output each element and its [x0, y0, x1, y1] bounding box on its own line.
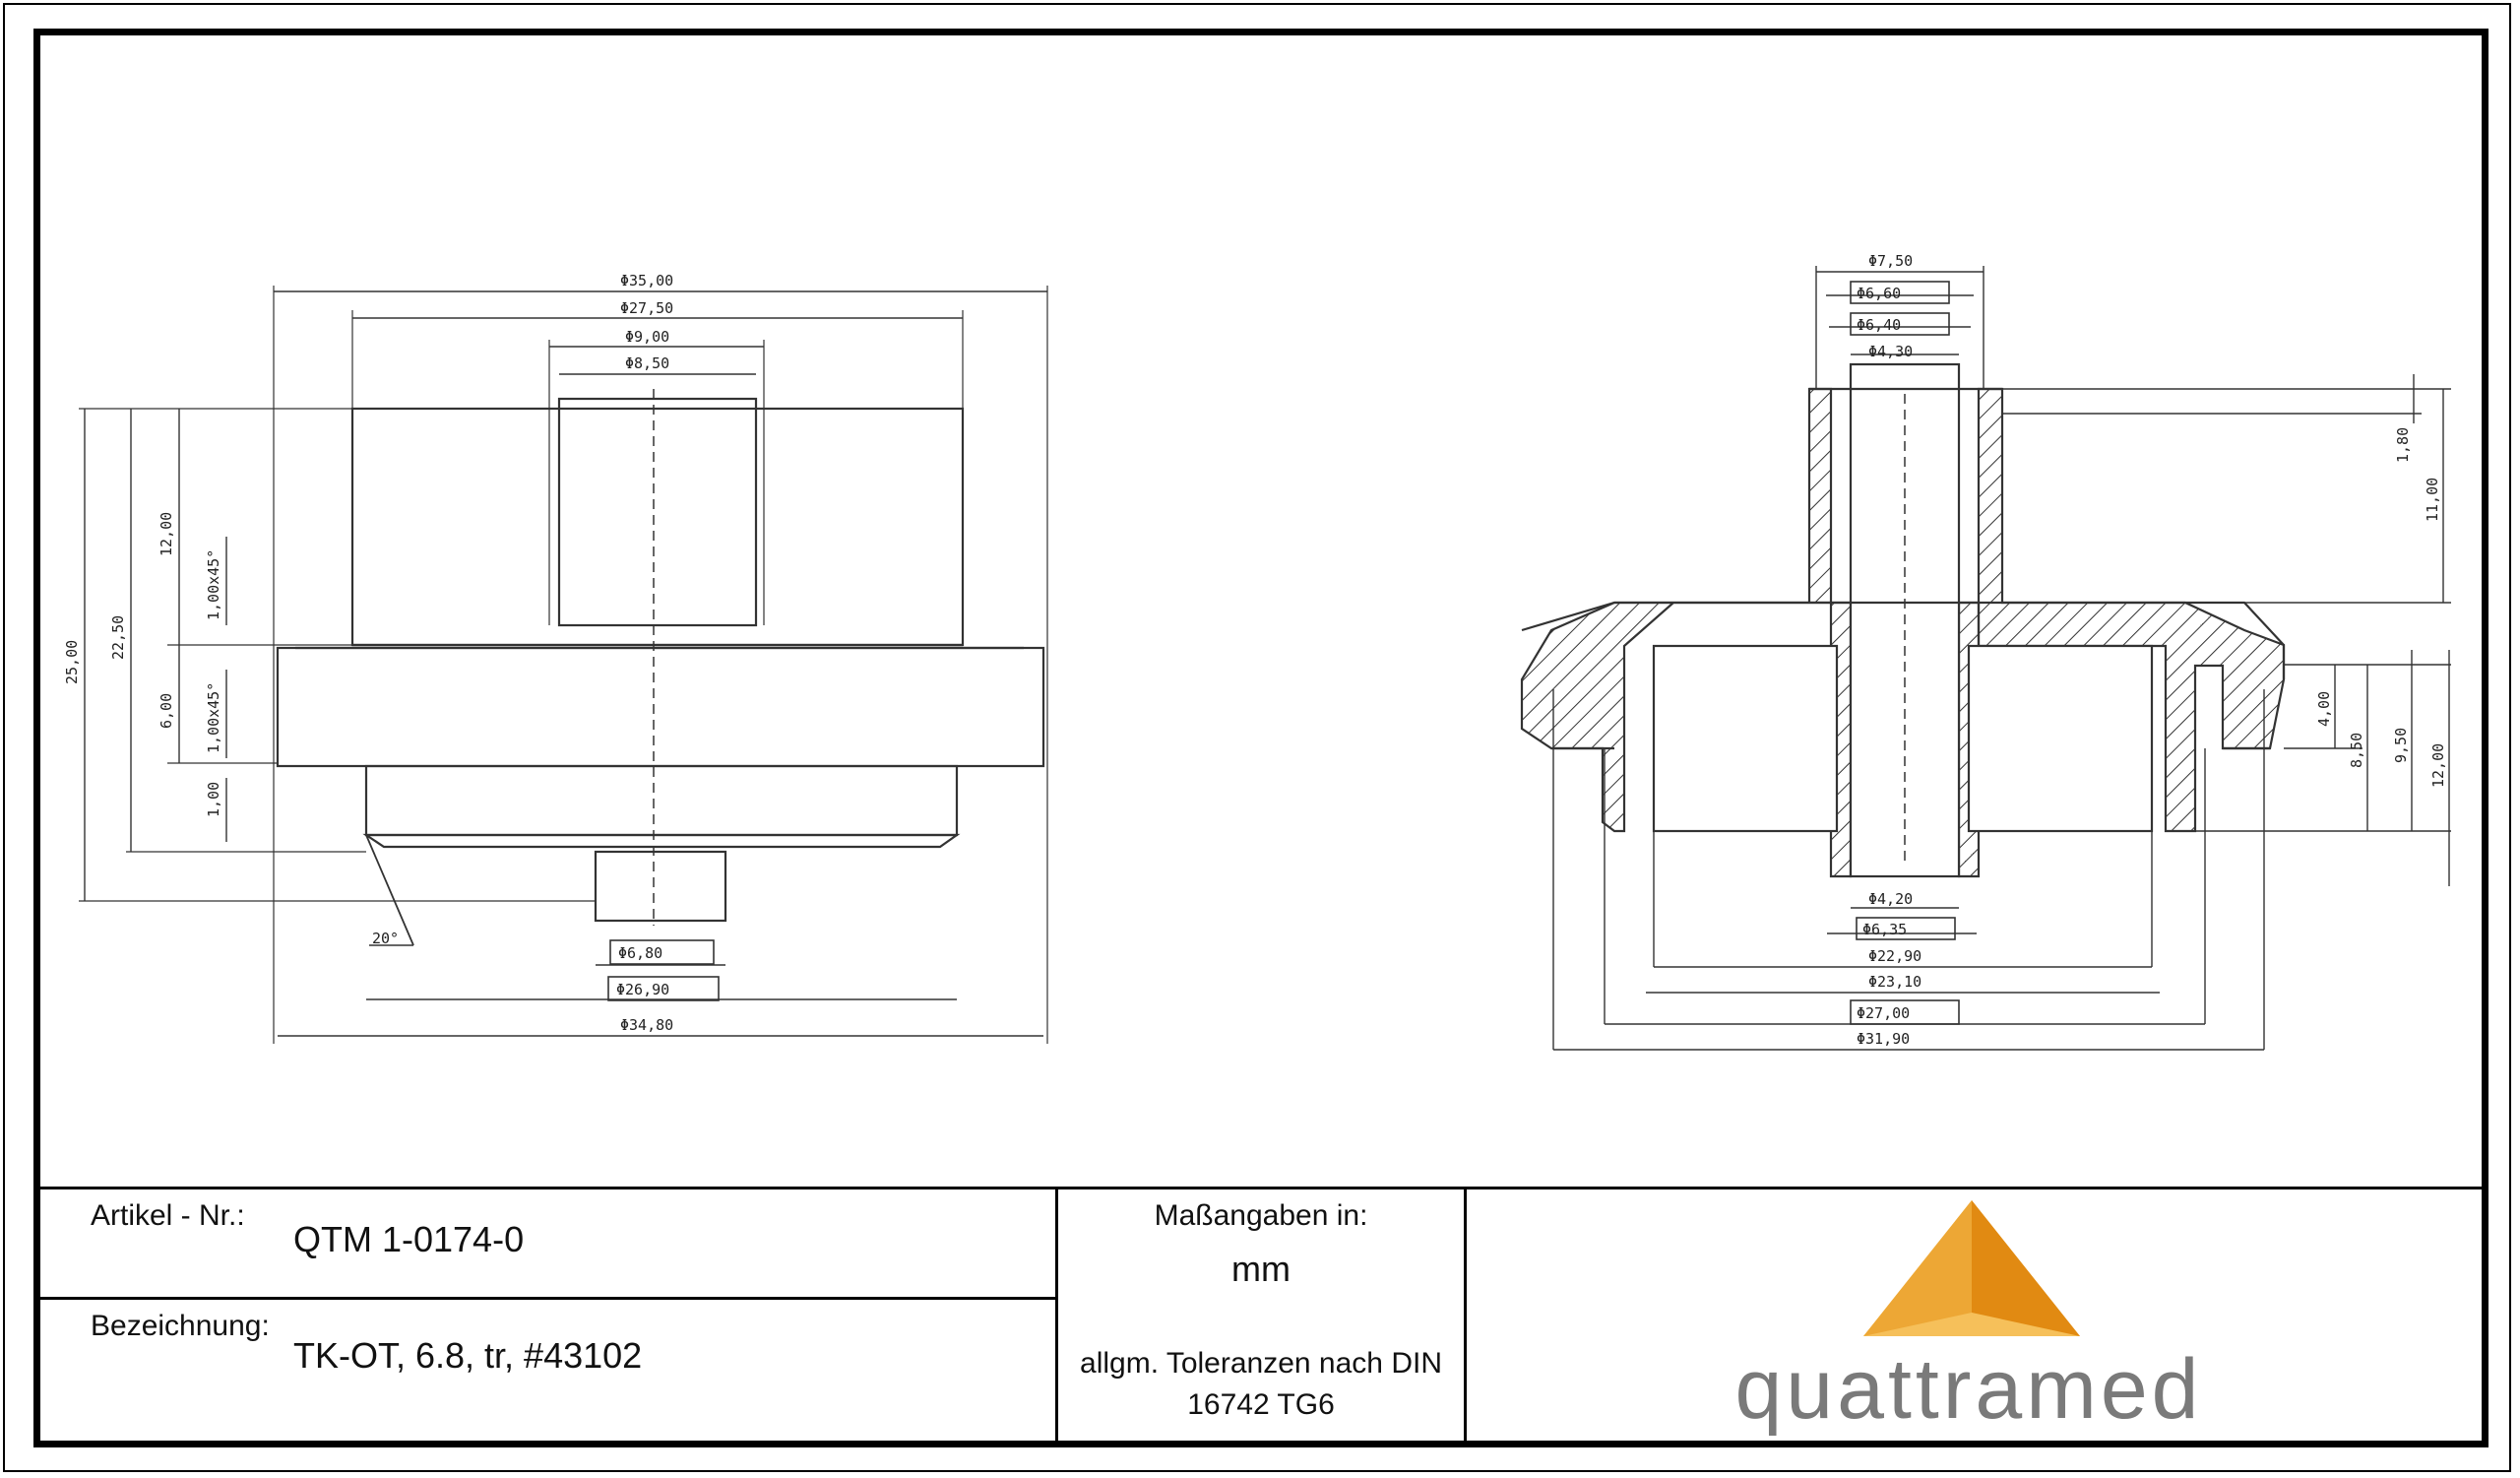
dim-box-6-40: [1850, 312, 1950, 336]
dim-left-6-80: Φ6,80: [618, 944, 662, 962]
bore-outline: [557, 397, 758, 627]
right-view-dim-lines: [1552, 266, 2451, 1051]
inner-cavity-right: [1967, 644, 2154, 833]
right-view-dimensions: Φ7,50 Φ6,60 Φ6,40 Φ4,30 Φ4,20 Φ6,35 Φ22,…: [1857, 252, 2447, 1048]
inner-cavity-left: [1652, 644, 1839, 833]
dim-left-34-80: Φ34,80: [620, 1016, 673, 1034]
dim-box-6-60: [1850, 281, 1950, 304]
units-label: Maßangaben in:: [1154, 1199, 1368, 1232]
dim-left-chamfer-top: 1,00x45°: [205, 549, 222, 620]
dim-left-6-00: 6,00: [158, 693, 175, 729]
dim-left-angle: 20°: [372, 930, 399, 947]
dim-left-chamfer-mid: 1,00x45°: [205, 682, 222, 753]
dim-right-4-20: Φ4,20: [1868, 890, 1913, 908]
title-block-top-border: [40, 1187, 2482, 1189]
article-label: Artikel - Nr.:: [91, 1199, 245, 1232]
tolerance-line-1: allgm. Toleranzen nach DIN: [1080, 1347, 1442, 1380]
dim-right-22-90: Φ22,90: [1868, 947, 1922, 965]
dim-left-22-50: 22,50: [109, 615, 127, 660]
dim-right-27-00: Φ27,00: [1857, 1004, 1910, 1022]
dim-right-11-00: 11,00: [2424, 478, 2441, 522]
drawing-frame: [33, 29, 2488, 1447]
left-view: [79, 286, 1048, 1044]
dim-right-6-60: Φ6,60: [1857, 285, 1901, 302]
logo-triangle-mid: [1863, 1200, 1972, 1336]
dim-right-4-30: Φ4,30: [1868, 343, 1913, 360]
dim-right-6-40: Φ6,40: [1857, 316, 1901, 334]
right-view: [1520, 362, 2286, 878]
dim-box-6-35: [1856, 917, 1956, 940]
lower-cylinder-outline: [364, 764, 959, 837]
dim-left-26-90: Φ26,90: [616, 981, 669, 998]
tolerance-line-2: 16742 TG6: [1187, 1388, 1335, 1421]
dim-left-9-00: Φ9,00: [625, 328, 669, 346]
designation-label: Bezeichnung:: [91, 1310, 270, 1342]
dim-right-31-90: Φ31,90: [1857, 1030, 1910, 1048]
dim-right-4-00: 4,00: [2315, 691, 2333, 727]
dim-right-9-50: 9,50: [2392, 728, 2410, 763]
dim-left-25-00: 25,00: [63, 640, 81, 684]
right-view-dimension-boxes: [1850, 281, 1960, 1025]
dim-right-6-35: Φ6,35: [1862, 921, 1907, 938]
dim-left-1-00: 1,00: [205, 782, 222, 817]
title-block-row-divider: [40, 1297, 1055, 1300]
dim-left-8-50: Φ8,50: [625, 354, 669, 372]
dim-right-1-80: 1,80: [2394, 427, 2412, 463]
upper-cylinder-outline: [350, 407, 965, 647]
dim-left-27-50: Φ27,50: [620, 299, 673, 317]
units-value: mm: [1231, 1249, 1291, 1289]
left-view-dimension-boxes: [607, 939, 720, 1001]
article-value: QTM 1-0174-0: [293, 1219, 525, 1259]
dim-box-27-00: [1850, 999, 1960, 1025]
dim-left-12-00: 12,00: [158, 512, 175, 556]
logo-triangle-dark: [1972, 1200, 2080, 1336]
dim-box-26-90: [607, 976, 720, 1001]
left-view-dimensions: Φ35,00 Φ27,50 Φ9,00 Φ8,50 Φ6,80 Φ26,90 Φ…: [63, 272, 673, 1034]
title-block-divider-1: [1055, 1187, 1058, 1441]
dim-right-7-50: Φ7,50: [1868, 252, 1913, 270]
nozzle-outline: [594, 850, 727, 923]
quattramed-logo: quattramed: [1734, 1200, 2202, 1437]
flange-outline: [276, 646, 1045, 768]
dim-right-12-00: 12,00: [2429, 743, 2447, 788]
dim-right-8-50: 8,50: [2348, 733, 2365, 768]
outer-frame: [3, 3, 2511, 1472]
dim-box-6-80: [609, 939, 715, 965]
logo-wordmark: quattramed: [1734, 1342, 2202, 1437]
designation-value: TK-OT, 6.8, tr, #43102: [293, 1335, 643, 1376]
dim-right-23-10: Φ23,10: [1868, 973, 1922, 991]
dim-left-35-00: Φ35,00: [620, 272, 673, 289]
title-block-divider-2: [1464, 1187, 1467, 1441]
